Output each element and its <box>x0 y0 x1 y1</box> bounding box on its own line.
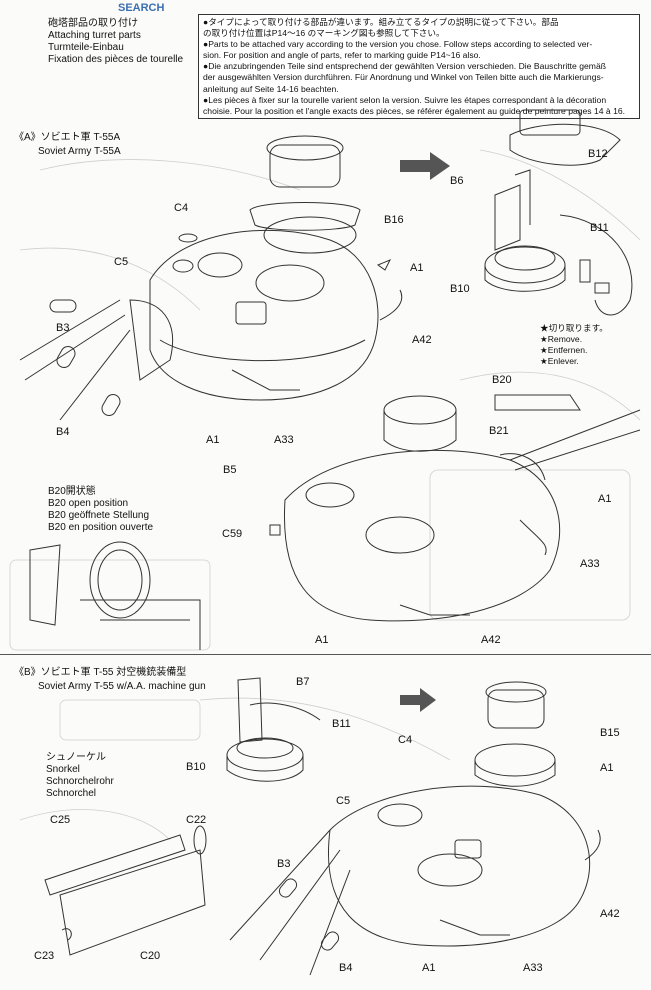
part-label: C4 <box>398 734 413 746</box>
header-title-fr: Fixation des pièces de tourelle <box>48 54 184 65</box>
notice-line: anleitung auf Seite 14-16 beachten. <box>203 83 339 94</box>
part-label: C22 <box>186 814 207 826</box>
notice-line: choisie. Pour la position et l'angle exa… <box>203 105 626 116</box>
part-label: C23 <box>34 950 55 962</box>
header-title-en: Attaching turret parts <box>48 30 141 41</box>
remove-note-fr: ★Enlever. <box>540 356 579 366</box>
snorkel-parts <box>44 825 207 956</box>
notice-line: sion. For position and angle of parts, r… <box>203 50 481 61</box>
part-label: B6 <box>450 175 464 187</box>
part-label: C5 <box>114 256 129 268</box>
part-label: A33 <box>523 962 543 974</box>
turret-a-main <box>19 135 403 421</box>
instruction-notice-box: ●タイプによって取り付ける部品が違います。組み立てるタイプの説明に従って下さい。… <box>198 14 640 119</box>
b20-note-de: B20 geöffnete Stellung <box>48 510 150 521</box>
part-label: A1 <box>410 262 424 274</box>
section-a-title-en: Soviet Army T-55A <box>38 146 121 157</box>
b20-note-ja: B20開状態 <box>48 486 96 497</box>
hatch-b-exploded <box>226 677 321 782</box>
part-label: A42 <box>412 334 432 346</box>
snorkel-note-de: Schnorchelrohr <box>46 776 114 787</box>
part-label: A42 <box>481 634 501 646</box>
turret-a-lower <box>269 394 641 622</box>
turret-b-main <box>229 681 601 976</box>
part-label: B10 <box>186 761 206 773</box>
part-b3-b4-a <box>49 299 121 416</box>
b20-open-hatch <box>29 541 201 650</box>
part-label: B20 <box>492 374 512 386</box>
watermark-text: SEARCH <box>118 2 165 14</box>
notice-line: ●Die anzubringenden Teile sind entsprech… <box>203 61 606 72</box>
b20-hatch-side <box>494 394 581 411</box>
snorkel-note-ja: シュノーケル <box>46 752 106 763</box>
part-b3-b4-b <box>278 878 340 951</box>
header-title-de: Turmteile-Einbau <box>48 42 124 53</box>
notice-line: の取り付け位置はP14～16 のマーキング図も参照して下さい。 <box>203 28 445 39</box>
part-label: A1 <box>598 493 612 505</box>
remove-note-de: ★Entfernen. <box>540 345 588 355</box>
part-label: A42 <box>600 908 620 920</box>
part-label: C25 <box>50 814 71 826</box>
part-label: C20 <box>140 950 161 962</box>
notice-line: ●タイプによって取り付ける部品が違います。組み立てるタイプの説明に従って下さい。… <box>203 17 559 27</box>
part-label: A1 <box>206 434 220 446</box>
header-title-ja: 砲塔部品の取り付け <box>48 18 138 29</box>
part-label: A1 <box>600 762 614 774</box>
remove-note-ja: ★切り取ります。 <box>540 323 608 333</box>
b20-note-fr: B20 en position ouverte <box>48 522 154 533</box>
part-label: B5 <box>223 464 237 476</box>
notice-line: ●Parts to be attached vary according to … <box>203 39 593 50</box>
b20-note-en: B20 open position <box>48 498 129 509</box>
part-label: B3 <box>277 858 291 870</box>
section-a-title-ja: 《A》ソビエト軍 T-55A <box>14 132 121 143</box>
part-label: B21 <box>489 425 509 437</box>
part-label: B10 <box>450 283 470 295</box>
remove-note-en: ★Remove. <box>540 334 583 344</box>
direction-arrow <box>400 688 436 712</box>
section-b-title-en: Soviet Army T-55 w/A.A. machine gun <box>38 681 206 692</box>
part-label: C5 <box>336 795 351 807</box>
notice-line: ●Les pièces à fixer sur la tourelle vari… <box>203 94 607 105</box>
part-label: C59 <box>222 528 243 540</box>
notice-line: der ausgewählten Version durchführen. Fü… <box>203 72 604 83</box>
snorkel-note-fr: Schnorchel <box>46 788 97 799</box>
hatch-a-exploded <box>484 109 633 316</box>
section-b-title-ja: 《B》ソビエト軍 T-55 対空機銃装備型 <box>14 667 187 678</box>
part-label: B15 <box>600 727 620 739</box>
part-label: B3 <box>56 322 70 334</box>
part-label: B12 <box>588 148 608 160</box>
part-label: B4 <box>339 962 353 974</box>
part-label: A33 <box>580 558 600 570</box>
part-label: B11 <box>590 222 609 234</box>
part-label: B11 <box>332 718 351 730</box>
part-label: A1 <box>315 634 329 646</box>
snorkel-note-en: Snorkel <box>46 764 80 775</box>
section-divider <box>0 654 651 655</box>
part-label: B7 <box>296 676 310 688</box>
direction-arrow <box>400 152 450 180</box>
part-label: A1 <box>422 962 436 974</box>
part-label: A33 <box>274 434 294 446</box>
part-label: B16 <box>384 214 404 226</box>
part-label: B4 <box>56 426 70 438</box>
part-label: C4 <box>174 202 189 214</box>
